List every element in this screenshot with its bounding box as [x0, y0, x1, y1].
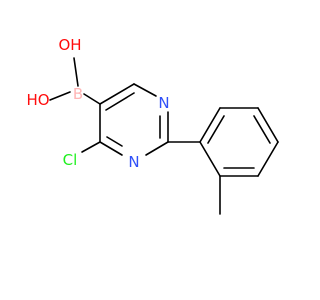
bond-b-c5 — [83, 93, 101, 105]
bond-layer — [49, 57, 279, 215]
bond-b-o-bottom — [49, 91, 71, 101]
hydroxyl-bottom-label: HO — [26, 91, 49, 109]
structure-canvas: OH HO B N N Cl — [26, 36, 279, 215]
bond-c4-cl — [81, 141, 101, 153]
bond-c6-n1 — [133, 83, 157, 97]
bond-ph-4 — [257, 141, 279, 177]
hydroxyl-top-label: OH — [58, 36, 81, 54]
bond-c5-c6-inner — [105, 92, 135, 111]
bond-ph-3 — [257, 107, 279, 143]
molecule-diagram: OH HO B N N Cl — [26, 36, 279, 215]
chlorine-label: Cl — [63, 151, 78, 169]
bond-n3-c4 — [99, 141, 123, 156]
bond-ph-6 — [199, 141, 221, 177]
atom-label-layer: OH HO B N N Cl — [26, 36, 169, 171]
bond-c2-n3 — [145, 141, 169, 156]
bond-ph-1 — [199, 107, 221, 143]
bond-ph-1-inner — [207, 115, 225, 144]
boron-label: B — [73, 85, 83, 103]
bond-c5-c6 — [99, 83, 135, 105]
bond-ph-3-inner — [253, 115, 271, 144]
nitrogen-bottom-label: N — [128, 153, 139, 171]
bond-n3-c4-inner — [106, 136, 123, 147]
bond-b-o-top — [73, 57, 79, 87]
nitrogen-top-label: N — [158, 94, 169, 112]
